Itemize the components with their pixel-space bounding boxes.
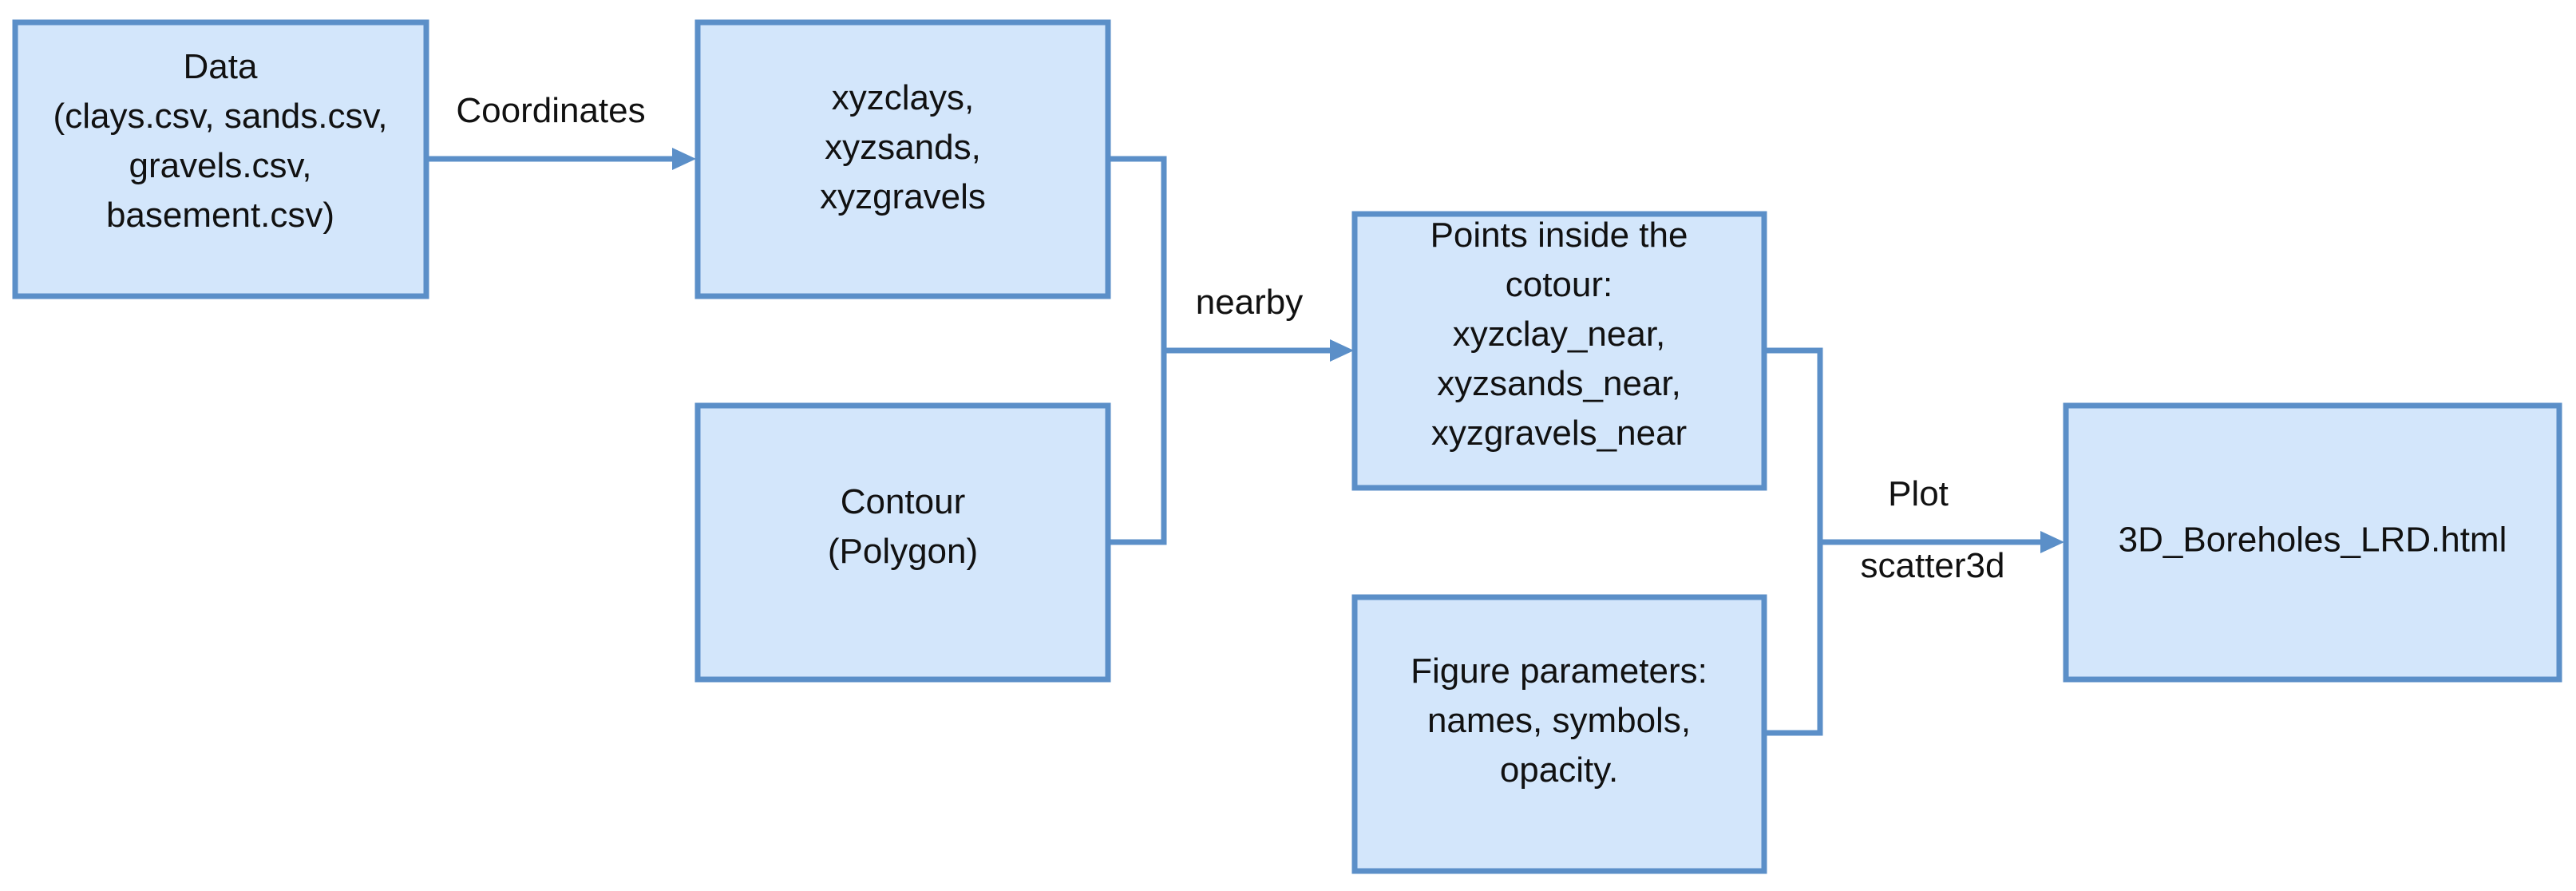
arrowhead-data-to-xyz [672, 148, 696, 170]
connector-xyz-to-junction [1108, 156, 1167, 545]
node-xyz-text: xyzclays, xyzsands, xyzgravels [820, 78, 986, 216]
node-points-text: Points inside the cotour: xyzclay_near,xyz… [1430, 216, 1688, 453]
text-line: names, symbols, [1427, 701, 1691, 740]
node-output-box [2063, 402, 2562, 683]
node-output-text: 3D_Boreholes_LRD.html [2119, 521, 2507, 560]
text-line: (clays.csv, sands.csv, [53, 97, 388, 136]
connector-points-to-junction [1764, 347, 1823, 736]
node-figure-text: Figure parameters: names, symbols, opacity… [1411, 651, 1707, 790]
text-line: xyzsands_near, [1437, 364, 1681, 403]
text-line: basement.csv) [106, 196, 334, 235]
text-line: xyzsands, [825, 128, 981, 167]
edge-label-coordinates: Coordinates [456, 91, 645, 130]
text-line: Points inside the [1430, 216, 1688, 255]
node-figure-box [1351, 594, 1767, 874]
node-contour-text: Contour (Polygon) [828, 482, 978, 571]
node-xyz-box [694, 19, 1111, 299]
text-line: cotour: [1506, 265, 1613, 304]
text-line: gravels.csv, [129, 146, 311, 185]
node-data-text: Data (clays.csv, sands.csv, gravels.csv, ba… [53, 47, 388, 235]
node-data-box [12, 19, 429, 299]
text-line: Contour [841, 482, 966, 521]
edge-label-scatter3d: scatter3d [1861, 546, 2005, 585]
edge-label-nearby: nearby [1196, 283, 1304, 322]
text-line: Data [184, 47, 258, 86]
edge-label-plot: Plot [1888, 474, 1949, 513]
arrowhead-to-output [2040, 531, 2064, 553]
node-contour-box [694, 402, 1111, 683]
text-line: Figure parameters: [1411, 651, 1707, 691]
text-line: opacity. [1500, 750, 1618, 790]
text-line: xyzgravels_near [1431, 414, 1687, 453]
text-line: xyzgravels [820, 177, 986, 216]
text-line: (Polygon) [828, 532, 978, 571]
arrowhead-to-points [1330, 339, 1354, 362]
node-points-box [1351, 211, 1767, 491]
text-line: xyzclays, [832, 78, 974, 117]
text-line: xyzclay_near, [1453, 315, 1666, 354]
